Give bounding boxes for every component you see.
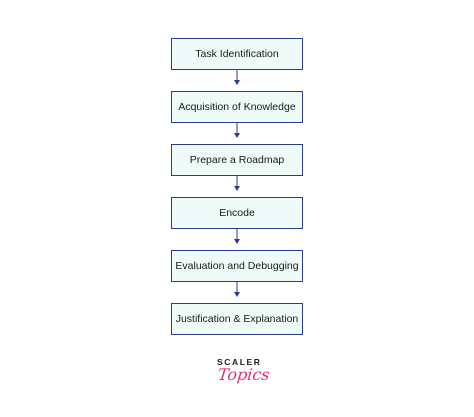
arrow-down-icon — [234, 229, 240, 244]
step-task-identification: Task Identification — [171, 38, 303, 70]
step-prepare-a-roadmap: Prepare a Roadmap — [171, 144, 303, 176]
arrow-down-icon — [234, 282, 240, 297]
logo-word-topics: Topics — [217, 365, 271, 384]
step-acquisition-of-knowledge: Acquisition of Knowledge — [171, 91, 303, 123]
step-evaluation-and-debugging: Evaluation and Debugging — [171, 250, 303, 282]
arrow-down-icon — [234, 176, 240, 191]
step-justification-and-explanation: Justification & Explanation — [171, 303, 303, 335]
arrow-down-icon — [234, 70, 240, 85]
arrow-down-icon — [234, 123, 240, 138]
scaler-topics-logo: SCALER Topics — [210, 357, 271, 387]
step-encode: Encode — [171, 197, 303, 229]
logo-word-scaler: SCALER — [217, 357, 262, 367]
